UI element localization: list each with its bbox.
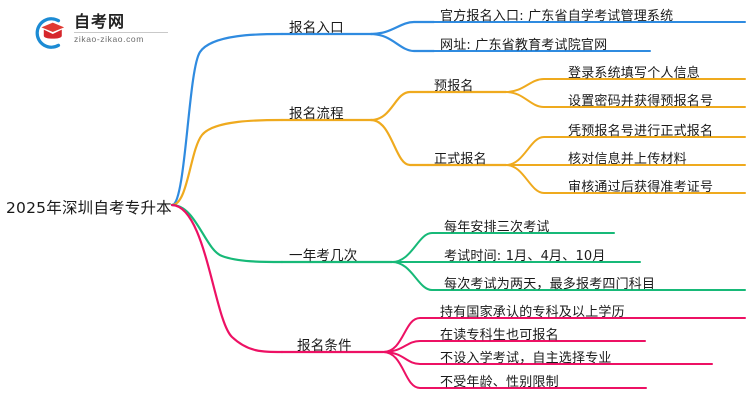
- leaf-node[interactable]: 审核通过后获得准考证号: [568, 180, 714, 195]
- branch-node-一年考几次[interactable]: 一年考几次: [289, 248, 358, 264]
- connector-branch-4: [170, 203, 746, 389]
- connector-branch-2: [170, 78, 746, 207]
- logo-name: 自考网: [74, 12, 126, 31]
- branch-node-报名流程[interactable]: 报名流程: [289, 106, 344, 122]
- leaf-node[interactable]: 在读专科生也可报名: [440, 328, 559, 343]
- leaf-node[interactable]: 登录系统填写个人信息: [568, 66, 701, 81]
- leaf-node[interactable]: 凭预报名号进行正式报名: [568, 124, 714, 139]
- logo-url: zikao-zikao.com: [74, 34, 144, 44]
- subbranch-node-预报名[interactable]: 预报名: [434, 79, 474, 94]
- leaf-node[interactable]: 核对信息并上传材料: [568, 152, 687, 167]
- branch-node-报名入口[interactable]: 报名入口: [289, 20, 344, 36]
- leaf-node[interactable]: 设置密码并获得预报名号: [568, 94, 714, 109]
- root-node[interactable]: 2025年深圳自考专升本: [6, 199, 172, 217]
- leaf-node[interactable]: 每次考试为两天，最多报考四门科目: [444, 277, 656, 292]
- leaf-node[interactable]: 每年安排三次考试: [444, 220, 550, 235]
- graduation-cap-icon: [35, 17, 65, 49]
- leaf-node[interactable]: 持有国家承认的专科及以上学历: [440, 305, 625, 320]
- logo-text: 自考网 zikao-zikao.com: [74, 12, 170, 45]
- branch-node-报名条件[interactable]: 报名条件: [297, 338, 352, 354]
- logo-divider: [74, 32, 168, 33]
- leaf-node[interactable]: 官方报名入口: 广东省自学考试管理系统: [440, 9, 674, 24]
- site-logo: 自考网 zikao-zikao.com: [30, 12, 170, 54]
- leaf-node[interactable]: 不受年龄、性别限制: [440, 375, 559, 390]
- leaf-node[interactable]: 网址: 广东省教育考试院官网: [440, 38, 608, 53]
- leaf-node[interactable]: 考试时间: 1月、4月、10月: [444, 249, 606, 264]
- connector-branch-3: [170, 203, 746, 291]
- connector-branch-1: [170, 20, 746, 207]
- leaf-node[interactable]: 不设入学考试，自主选择专业: [440, 351, 612, 366]
- subbranch-node-正式报名[interactable]: 正式报名: [434, 152, 487, 167]
